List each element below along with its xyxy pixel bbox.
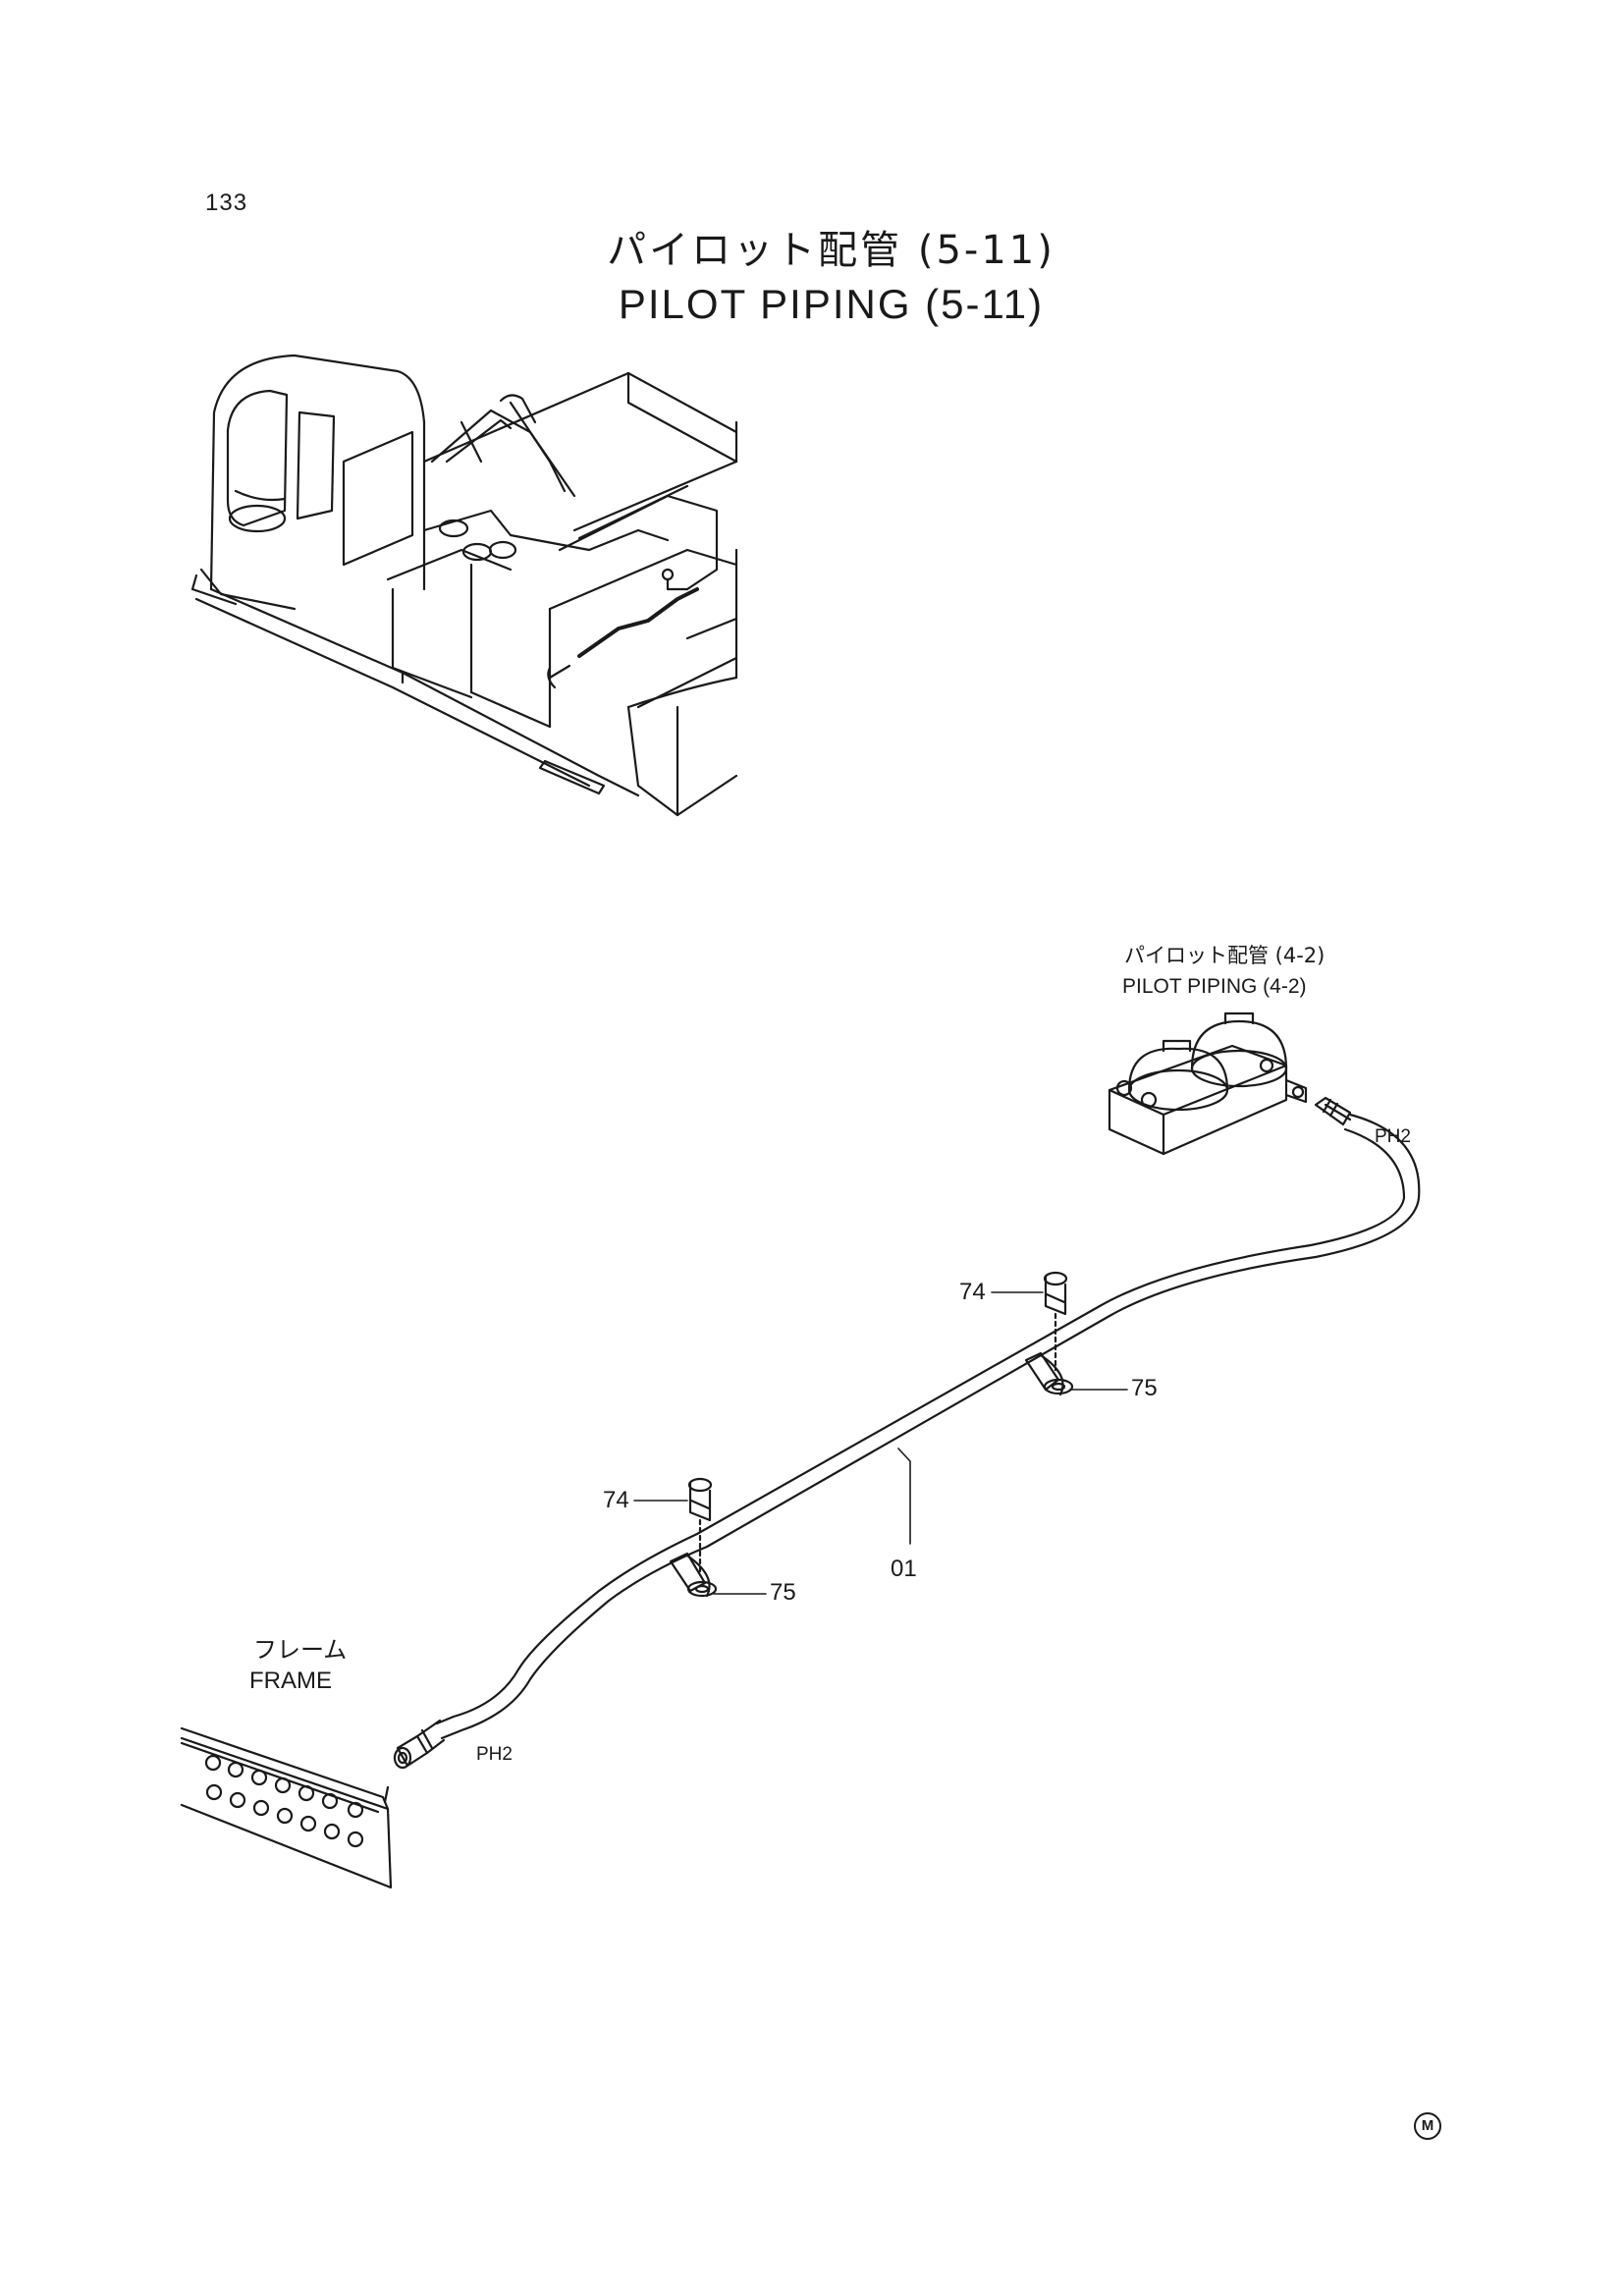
pilot-accumulator-assembly	[1108, 1011, 1308, 1156]
revision-mark: M	[1414, 2112, 1441, 2140]
bolt-upper	[1043, 1271, 1068, 1372]
bolt-callout-upper: 74	[959, 1279, 986, 1305]
hose-end-label-left: PH2	[476, 1744, 513, 1765]
hose-end-label-right: PH2	[1375, 1126, 1411, 1147]
machine-overview-illustration	[190, 354, 738, 817]
bolt-lower	[687, 1477, 713, 1573]
ref-label-english: PILOT PIPING (4-2)	[1122, 975, 1307, 998]
clamp-callout-upper: 75	[1131, 1375, 1158, 1401]
clamp-upper	[1024, 1351, 1074, 1396]
title-japanese: パイロット配管 (5-11)	[607, 228, 1055, 273]
page-number: 133	[205, 190, 248, 216]
page-title: パイロット配管 (5-11) PILOT PIPING (5-11)	[0, 218, 1623, 328]
hose-part-callout: 01	[891, 1556, 917, 1582]
leader-lines	[633, 1291, 1128, 1595]
title-english: PILOT PIPING (5-11)	[618, 281, 1045, 327]
bolt-callout-lower: 74	[603, 1487, 629, 1513]
clamp-lower	[669, 1552, 718, 1598]
clamp-callout-lower: 75	[770, 1579, 796, 1606]
frame-illustration	[180, 1726, 393, 1889]
pilot-hose-01	[393, 1096, 1421, 1770]
ref-label-japanese: パイロット配管 (4-2)	[1124, 944, 1325, 967]
frame-label-japanese: フレーム	[253, 1636, 348, 1664]
frame-label-english: FRAME	[249, 1667, 332, 1694]
